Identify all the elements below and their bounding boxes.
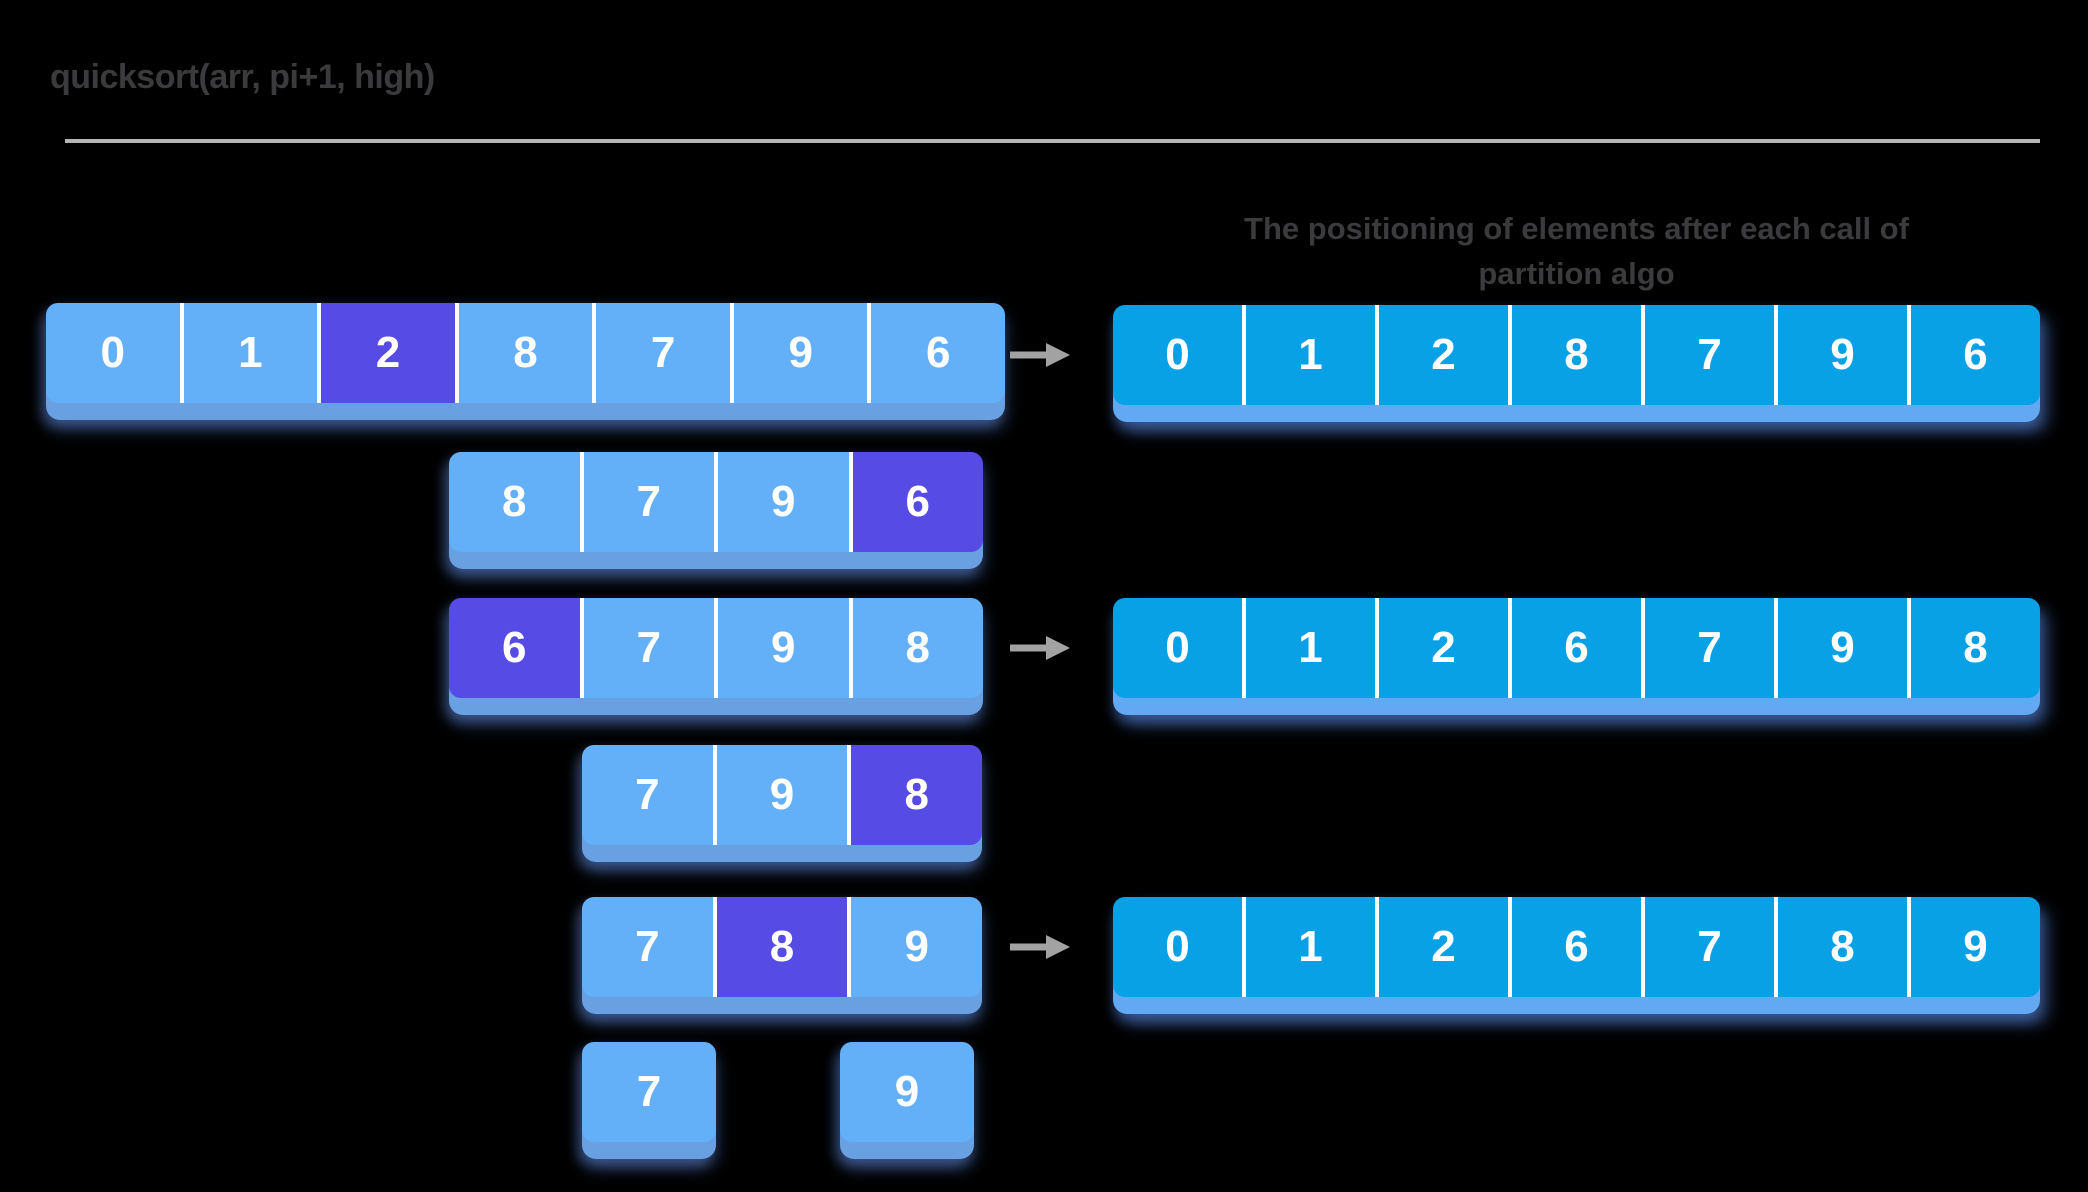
divider-line	[65, 139, 2040, 143]
array-cells: 7 9 8	[582, 745, 982, 845]
array-cell: 7	[579, 598, 714, 698]
array-cell: 6	[867, 303, 1005, 403]
array-cell: 8	[848, 598, 983, 698]
arrow-icon	[1010, 632, 1070, 664]
array-cell: 9	[847, 897, 982, 997]
array-cell: 9	[714, 452, 849, 552]
function-call-title: quicksort(arr, pi+1, high)	[50, 58, 435, 96]
arrow-icon	[1010, 339, 1070, 371]
result-array-2: 0 1 2 6 7 9 8	[1113, 598, 2040, 715]
array-cell-pivot: 8	[847, 745, 982, 845]
array-cell: 0	[1113, 897, 1242, 997]
array-step-1: 0 1 2 8 7 9 6	[46, 303, 1005, 420]
array-cell: 6	[1508, 897, 1641, 997]
array-cell: 1	[1242, 305, 1375, 405]
array-cell: 7	[582, 1042, 716, 1142]
array-cell: 2	[1375, 897, 1508, 997]
array-cell: 9	[729, 303, 868, 403]
array-cell: 9	[840, 1042, 974, 1142]
array-cell: 2	[1375, 305, 1508, 405]
array-cells: 9	[840, 1042, 974, 1142]
array-cell-pivot: 6	[848, 452, 983, 552]
array-cell-pivot: 6	[449, 598, 580, 698]
array-cells: 6 7 9 8	[449, 598, 983, 698]
array-cell: 9	[1907, 897, 2040, 997]
result-array-1: 0 1 2 8 7 9 6	[1113, 305, 2040, 422]
array-cell: 6	[1508, 598, 1641, 698]
array-cell: 7	[1641, 305, 1774, 405]
array-cells: 0 1 2 6 7 8 9	[1113, 897, 2040, 997]
result-array-3: 0 1 2 6 7 8 9	[1113, 897, 2040, 1014]
array-cell: 0	[46, 303, 180, 403]
array-cell: 0	[1113, 598, 1242, 698]
array-step-5: 7 8 9	[582, 897, 982, 1014]
array-cell: 9	[714, 598, 849, 698]
array-cell: 7	[1641, 897, 1774, 997]
right-column-header-line-1: The positioning of elements after each c…	[1244, 211, 1909, 246]
array-cell: 7	[592, 303, 730, 403]
array-cell: 2	[1375, 598, 1508, 698]
array-step-4: 7 9 8	[582, 745, 982, 862]
array-cell: 8	[1907, 598, 2040, 698]
array-cell: 8	[1774, 897, 1907, 997]
array-cells: 8 7 9 6	[449, 452, 983, 552]
array-cell: 7	[1641, 598, 1774, 698]
array-step-6-right-single: 9	[840, 1042, 974, 1159]
array-cell-pivot: 8	[712, 897, 848, 997]
array-step-3: 6 7 9 8	[449, 598, 983, 715]
array-cell-pivot: 2	[317, 303, 455, 403]
right-column-header: The positioning of elements after each c…	[1113, 206, 2040, 296]
array-cells: 0 1 2 8 7 9 6	[1113, 305, 2040, 405]
array-cell: 0	[1113, 305, 1242, 405]
array-step-6-left-single: 7	[582, 1042, 716, 1159]
array-cell: 1	[1242, 598, 1375, 698]
right-column-header-line-2: partition algo	[1478, 256, 1675, 291]
array-cell: 1	[1242, 897, 1375, 997]
array-cell: 8	[454, 303, 593, 403]
array-cells: 7 8 9	[582, 897, 982, 997]
array-cell: 7	[582, 897, 713, 997]
array-cell: 6	[1907, 305, 2040, 405]
array-cell: 8	[1508, 305, 1641, 405]
array-cell: 1	[179, 303, 318, 403]
array-cell: 7	[582, 745, 713, 845]
arrow-icon	[1010, 931, 1070, 963]
array-cells: 0 1 2 6 7 9 8	[1113, 598, 2040, 698]
array-cells: 0 1 2 8 7 9 6	[46, 303, 1005, 403]
array-cell: 9	[1774, 305, 1907, 405]
array-cell: 9	[1774, 598, 1907, 698]
array-cells: 7	[582, 1042, 716, 1142]
array-cell: 8	[449, 452, 580, 552]
array-step-2: 8 7 9 6	[449, 452, 983, 569]
array-cell: 7	[579, 452, 714, 552]
array-cell: 9	[712, 745, 848, 845]
